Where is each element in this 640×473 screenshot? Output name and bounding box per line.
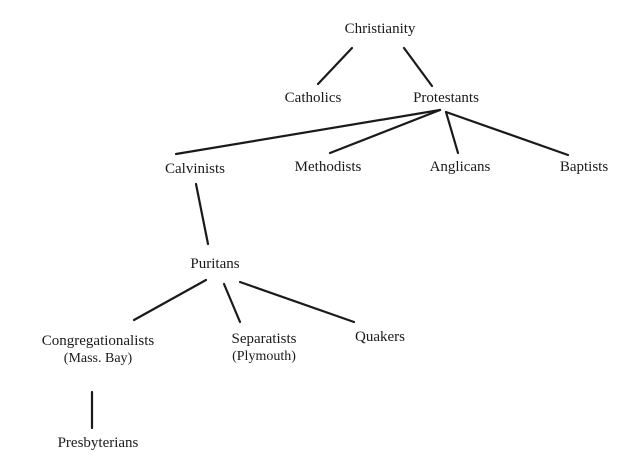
node-protestants: Protestants: [413, 90, 479, 106]
edge-protestants-calvinists: [174, 108, 442, 156]
edge-puritans-congregationalists: [132, 278, 208, 322]
edge-protestants-anglicans: [444, 110, 460, 155]
node-baptists: Baptists: [559, 159, 609, 175]
node-separatists-sub: (Plymouth): [232, 349, 296, 364]
edge-calvinists-puritans: [194, 182, 210, 246]
edge-christianity-catholics: [316, 46, 354, 86]
node-congregationalists-label: Congregationalists: [41, 333, 155, 349]
node-calvinists: Calvinists: [164, 161, 225, 177]
edge-christianity-protestants: [402, 46, 434, 88]
node-separatists-label: Separatists: [231, 331, 297, 347]
node-anglicans: Anglicans: [429, 159, 491, 175]
node-puritans: Puritans: [190, 256, 240, 272]
node-separatists: Separatists (Plymouth): [214, 330, 314, 366]
node-congregationalists: Congregationalists (Mass. Bay): [18, 332, 178, 368]
edge-protestants-baptists: [444, 110, 570, 157]
node-quakers: Quakers: [355, 329, 405, 345]
edge-puritans-quakers: [238, 280, 356, 324]
node-catholics: Catholics: [284, 90, 342, 106]
edge-protestants-methodists: [328, 108, 442, 155]
node-congregationalists-sub: (Mass. Bay): [63, 351, 133, 366]
node-presbyterians: Presbyterians: [57, 435, 139, 451]
edge-puritans-separatists: [222, 282, 242, 324]
node-methodists: Methodists: [294, 159, 362, 175]
node-christianity: Christianity: [344, 21, 416, 37]
